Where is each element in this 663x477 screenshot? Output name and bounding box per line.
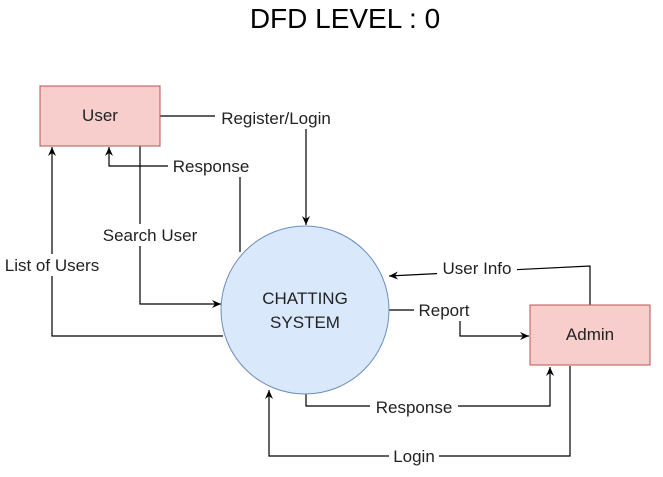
flow-label-report: Report: [414, 299, 474, 321]
flow-label-list-of-users: List of Users: [0, 254, 106, 276]
flow-label-search-user: Search User: [96, 224, 204, 246]
admin-entity: Admin: [529, 304, 651, 366]
diagram-title: DFD LEVEL : 0: [250, 3, 440, 34]
process-label-line1: CHATTING: [262, 289, 348, 308]
svg-text:Response: Response: [173, 157, 250, 176]
svg-text:Search User: Search User: [103, 226, 198, 245]
svg-text:Response: Response: [376, 398, 453, 417]
admin-entity-label: Admin: [566, 325, 614, 344]
flow-label-register-login: Register/Login: [215, 107, 337, 129]
flow-label-response-user: Response: [168, 155, 254, 177]
svg-text:User Info: User Info: [443, 259, 512, 278]
svg-text:Register/Login: Register/Login: [221, 109, 331, 128]
process-label-line2: SYSTEM: [270, 313, 340, 332]
flow-label-login: Login: [389, 445, 439, 467]
edge-search-user: [139, 146, 221, 308]
flow-label-user-info: User Info: [437, 257, 517, 279]
user-entity: User: [39, 85, 161, 147]
svg-text:Login: Login: [393, 447, 435, 466]
chatting-system-process: CHATTING SYSTEM: [220, 225, 390, 395]
user-entity-label: User: [82, 106, 118, 125]
svg-text:Report: Report: [418, 301, 469, 320]
edge-list-of-users: [48, 147, 223, 337]
svg-text:List of Users: List of Users: [5, 256, 99, 275]
flow-label-response-admin: Response: [370, 396, 458, 418]
